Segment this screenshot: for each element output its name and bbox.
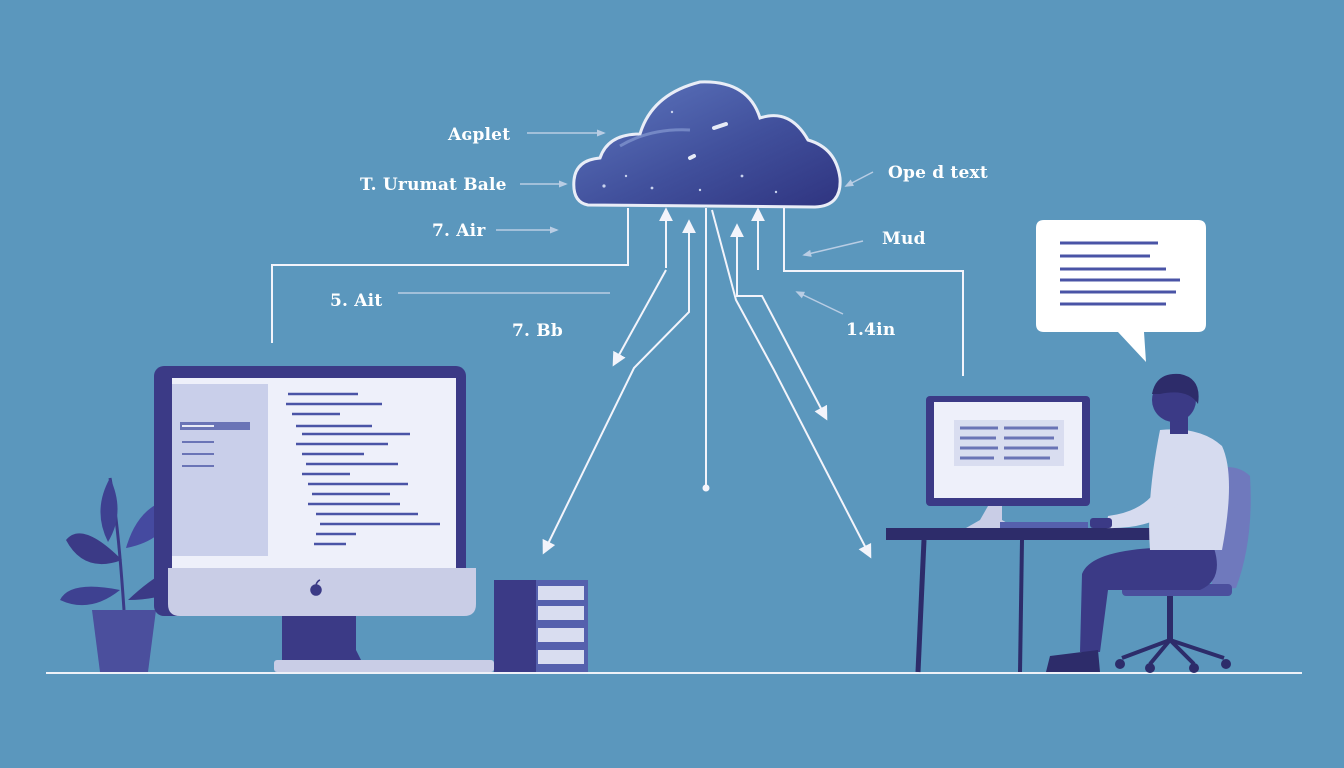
server-tower	[494, 580, 588, 672]
desk	[886, 528, 1162, 673]
person-at-desk	[1046, 373, 1229, 672]
cloud-icon	[572, 80, 842, 209]
apple-logo-icon	[310, 579, 322, 596]
label-applet: Aɢplet	[448, 125, 511, 145]
label-air: 7. Air	[432, 221, 486, 241]
label-bb: 7. Bb	[512, 321, 563, 341]
label-mud: Mud	[882, 229, 926, 249]
label-urumat-bale: T. Urumat Bale	[360, 175, 507, 195]
label-ait: 5. Ait	[330, 291, 383, 311]
label-size: 1.4in	[846, 320, 896, 340]
right-computer	[926, 396, 1090, 528]
speech-bubble-icon	[1036, 220, 1206, 362]
label-ope-text: Ope d text	[888, 163, 988, 183]
left-computer	[154, 366, 494, 672]
connector-lines	[271, 207, 964, 559]
